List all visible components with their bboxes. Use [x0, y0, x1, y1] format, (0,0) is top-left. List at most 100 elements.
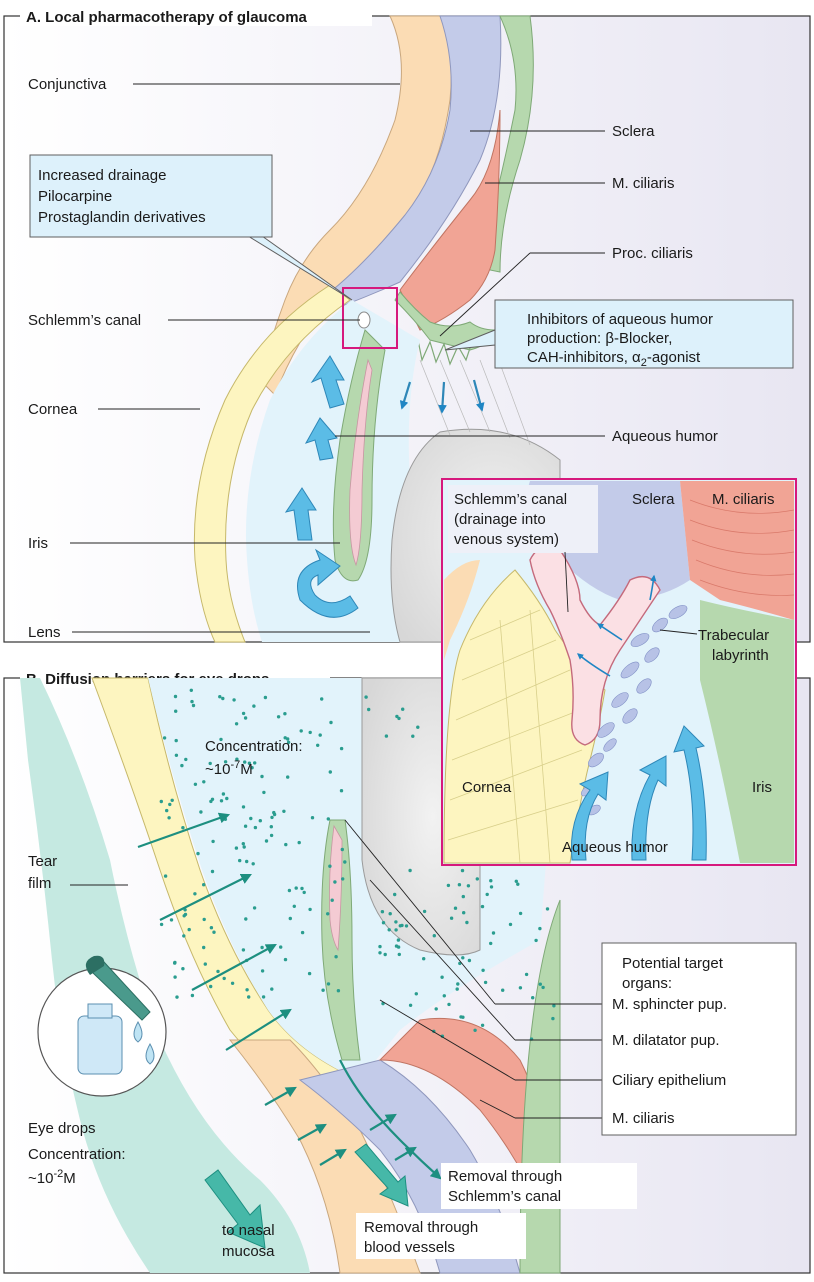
drug-dot	[289, 917, 292, 920]
drug-dot	[341, 877, 344, 880]
label-lens: Lens	[28, 624, 61, 641]
drug-dot	[222, 792, 225, 795]
drug-dot	[270, 987, 273, 990]
drug-dot	[190, 700, 193, 703]
drug-dot	[461, 1016, 464, 1019]
inset-label-schlemm-2: (drainage into	[454, 511, 546, 528]
drug-dot	[188, 928, 191, 931]
inset-label-m-ciliaris: M. ciliaris	[712, 491, 775, 508]
drug-dot	[492, 931, 495, 934]
drug-dot	[389, 912, 392, 915]
drug-dot	[196, 852, 199, 855]
drug-dot	[211, 870, 214, 873]
drug-dot	[534, 939, 537, 942]
drug-dot	[382, 921, 385, 924]
drug-dot	[243, 845, 246, 848]
drug-dot	[337, 989, 340, 992]
drug-dot	[393, 893, 396, 896]
drug-dot	[327, 982, 330, 985]
label-to-nasal-1: to nasal	[222, 1222, 275, 1239]
drug-dot	[242, 712, 245, 715]
drug-dot	[221, 697, 224, 700]
drug-dot	[242, 842, 245, 845]
drug-dot	[259, 819, 262, 822]
drug-dot	[465, 921, 468, 924]
drug-dot	[458, 883, 461, 886]
magnified-inset: Schlemm’s canal (drainage into venous sy…	[442, 479, 796, 865]
drug-dot	[395, 715, 398, 718]
drug-dot	[270, 834, 273, 837]
drug-dot	[395, 944, 398, 947]
drug-dot	[473, 1029, 476, 1032]
drug-dot	[253, 761, 256, 764]
conc-high-prefix: ~10	[28, 1170, 53, 1187]
drug-dot	[160, 923, 163, 926]
drug-dot	[282, 810, 285, 813]
drug-dot	[163, 736, 166, 739]
drug-dot	[327, 817, 330, 820]
drug-dot	[238, 859, 241, 862]
drug-dot	[538, 927, 541, 930]
target-item: M. ciliaris	[612, 1110, 675, 1127]
drug-dot	[461, 869, 464, 872]
drug-dot	[531, 996, 534, 999]
drug-dot	[180, 764, 183, 767]
drug-dot	[367, 708, 370, 711]
drug-dot	[235, 722, 238, 725]
target-organs-box: Potential target organs: M. sphincter pu…	[602, 943, 796, 1135]
drug-dot	[462, 911, 465, 914]
drug-dot	[343, 860, 346, 863]
target-item: M. sphincter pup.	[612, 996, 727, 1013]
label-concentration-low-value: ~10-7M	[205, 759, 253, 778]
drug-dot	[218, 695, 221, 698]
inhibitors-line-3-suffix: -agonist	[647, 349, 701, 366]
drug-dot	[303, 891, 306, 894]
drug-dot	[175, 754, 178, 757]
drug-dot	[416, 726, 419, 729]
inset-label-aqueous-humor: Aqueous humor	[562, 839, 668, 856]
label-iris: Iris	[28, 535, 48, 552]
drug-dot	[378, 951, 381, 954]
drug-dot	[340, 789, 343, 792]
drug-dot	[252, 862, 255, 865]
inset-label-cornea: Cornea	[462, 779, 512, 796]
drug-dot	[394, 928, 397, 931]
drug-dot	[284, 958, 287, 961]
drug-dot	[490, 885, 493, 888]
drug-dot	[175, 995, 178, 998]
drug-dot	[286, 775, 289, 778]
inhibitors-line-3-prefix: CAH-inhibitors, α	[527, 349, 641, 366]
label-removal-schlemm-2: Schlemm’s canal	[448, 1188, 561, 1205]
drug-dot	[408, 869, 411, 872]
drug-dot	[326, 912, 329, 915]
drug-dot	[277, 715, 280, 718]
label-aqueous-humor: Aqueous humor	[612, 428, 718, 445]
drug-dot	[509, 923, 512, 926]
drug-dot	[467, 884, 470, 887]
label-m-ciliaris: M. ciliaris	[612, 175, 675, 192]
drug-dot	[334, 955, 337, 958]
drug-dot	[311, 816, 314, 819]
drug-dot	[551, 1017, 554, 1020]
label-concentration-low: Concentration:	[205, 738, 303, 755]
drug-dot	[242, 805, 245, 808]
drug-dot	[181, 967, 184, 970]
drug-dot	[298, 841, 301, 844]
drug-dot	[192, 704, 195, 707]
drug-dot	[199, 810, 202, 813]
target-title-1: Potential target	[622, 955, 724, 972]
drug-dot	[329, 770, 332, 773]
drug-dot	[541, 986, 544, 989]
bottle-icon	[78, 1016, 122, 1074]
drug-dot	[481, 1024, 484, 1027]
drug-dot	[484, 981, 487, 984]
drug-dot	[341, 848, 344, 851]
drug-dot	[244, 825, 247, 828]
drug-dot	[456, 987, 459, 990]
drug-dot	[220, 799, 223, 802]
inset-label-trabecular-2: labyrinth	[712, 647, 769, 664]
drug-dot	[181, 826, 184, 829]
drug-dot	[309, 731, 312, 734]
drug-dot	[193, 892, 196, 895]
